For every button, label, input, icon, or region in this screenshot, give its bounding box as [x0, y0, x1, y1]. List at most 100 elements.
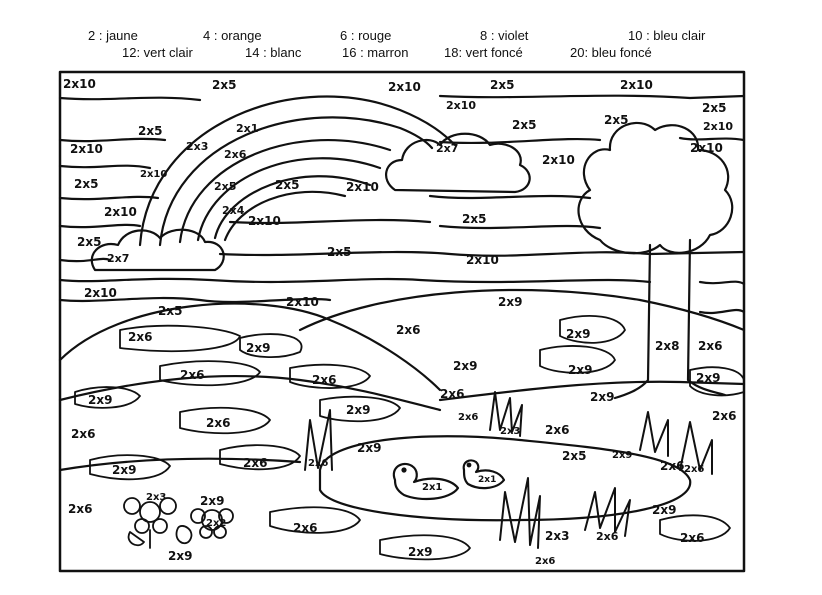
zone-label: 2x10	[346, 180, 379, 194]
hills	[58, 288, 746, 472]
zone-label: 2x9	[498, 295, 522, 309]
zone-label: 2x9	[568, 363, 592, 377]
zone-label: 2x6	[180, 368, 204, 382]
zone-label: 2x5	[462, 212, 486, 226]
duck-right	[462, 459, 506, 490]
flowers	[123, 497, 234, 549]
zone-label: 2x3	[146, 492, 166, 503]
zone-label: 2x6	[458, 412, 478, 423]
legend-blanc: 14 : blanc	[245, 45, 302, 60]
zone-label: 2x10	[446, 99, 476, 112]
zone-label: 2x5	[74, 177, 98, 191]
zone-label: 2x10	[63, 77, 96, 91]
zone-label: 2x6	[545, 423, 569, 437]
zone-label: 2x5	[702, 101, 726, 115]
zone-labels: 2x10 2x5 2x10 2x5 2x10 2x5 2x5 2x10 2x5 …	[63, 77, 736, 567]
zone-label: 2x6	[684, 464, 704, 475]
zone-label: 2x5	[158, 304, 182, 318]
zone-label: 2x1	[422, 482, 442, 493]
zone-label: 2x3	[545, 529, 569, 543]
zone-label: 2x10	[620, 78, 653, 92]
legend-orange: 4 : orange	[203, 28, 262, 43]
zone-label: 2x6	[440, 387, 464, 401]
tree	[577, 121, 734, 400]
zone-label: 2x9	[246, 341, 270, 355]
legend-bleu-clair: 10 : bleu clair	[628, 28, 706, 43]
zone-label: 2x6	[712, 409, 736, 423]
zone-label: 2x9	[200, 494, 224, 508]
zone-label: 2x10	[104, 205, 137, 219]
zone-label: 2x10	[140, 169, 167, 180]
cloud-left	[90, 228, 225, 272]
sky-bands	[58, 94, 746, 315]
zone-label: 2x2	[206, 518, 226, 529]
zone-label: 2x10	[84, 286, 117, 300]
legend-marron: 16 : marron	[342, 45, 409, 60]
zone-label: 2x6	[206, 416, 230, 430]
zone-label: 2x6	[680, 531, 704, 545]
legend-bleu-fonce: 20: bleu foncé	[570, 45, 652, 60]
legend-jaune: 2 : jaune	[88, 28, 138, 43]
zone-label: 2x8	[655, 339, 679, 353]
reeds	[304, 391, 713, 549]
zone-label: 2x5	[77, 235, 101, 249]
zone-label: 2x9	[590, 390, 614, 404]
legend-violet: 8 : violet	[480, 28, 529, 43]
zone-label: 2x10	[690, 141, 723, 155]
zone-label: 2x7	[107, 252, 129, 265]
zone-label: 2x3	[186, 140, 208, 153]
field-patches	[74, 315, 745, 561]
rainbow	[138, 95, 457, 247]
zone-label: 2x6	[128, 330, 152, 344]
zone-label: 2x6	[293, 521, 317, 535]
zone-label: 2x9	[357, 441, 381, 455]
legend-rouge: 6 : rouge	[340, 28, 392, 43]
zone-label: 2x9	[453, 359, 477, 373]
zone-label: 2x5	[138, 124, 162, 138]
zone-label: 2x10	[70, 142, 103, 156]
zone-label: 2x1	[478, 475, 496, 485]
zone-label: 2x6	[698, 339, 722, 353]
zone-label: 2x9	[612, 450, 632, 461]
zone-label: 2x10	[466, 253, 499, 267]
cloud-right	[385, 132, 531, 194]
zone-label: 2x4	[222, 204, 245, 217]
zone-label: 2x5	[327, 245, 351, 259]
zone-label: 2x5	[212, 78, 236, 92]
zone-label: 2x9	[346, 403, 370, 417]
zone-label: 2x6	[396, 323, 420, 337]
zone-label: 2x9	[566, 327, 590, 341]
zone-label: 2x6	[71, 427, 95, 441]
zone-label: 2x5	[562, 449, 586, 463]
pond	[318, 435, 692, 522]
zone-label: 2x6	[596, 530, 619, 543]
zone-label: 2x10	[248, 214, 281, 228]
zone-label: 2x6	[224, 148, 247, 161]
zone-label: 2x9	[696, 371, 720, 385]
zone-label: 2x7	[436, 142, 458, 155]
zone-label: 2x9	[408, 545, 432, 559]
zone-label: 2x6	[308, 458, 328, 469]
zone-label: 2x6	[312, 373, 336, 387]
zone-label: 2x10	[542, 153, 575, 167]
zone-label: 2x6	[243, 456, 267, 470]
zone-label: 2x6	[535, 556, 555, 567]
zone-label: 2x9	[112, 463, 136, 477]
zone-label: 2x5	[490, 78, 514, 92]
zone-label: 2x1	[236, 122, 258, 135]
zone-label: 2x6	[660, 459, 684, 473]
zone-label: 2x9	[168, 549, 192, 563]
zone-label: 2x5	[604, 113, 628, 127]
zone-label: 2x3	[500, 426, 520, 437]
zone-label: 2x10	[388, 80, 421, 94]
legend-vert-fonce: 18: vert foncé	[444, 45, 523, 60]
zone-label: 2x9	[88, 393, 112, 407]
zone-label: 2x5	[275, 178, 299, 192]
zone-label: 2x10	[286, 295, 319, 309]
zone-label: 2x6	[68, 502, 92, 516]
legend-vert-clair: 12: vert clair	[122, 45, 193, 60]
zone-label: 2x5	[512, 118, 536, 132]
picture-frame	[58, 70, 746, 573]
zone-label: 2x10	[703, 120, 733, 133]
